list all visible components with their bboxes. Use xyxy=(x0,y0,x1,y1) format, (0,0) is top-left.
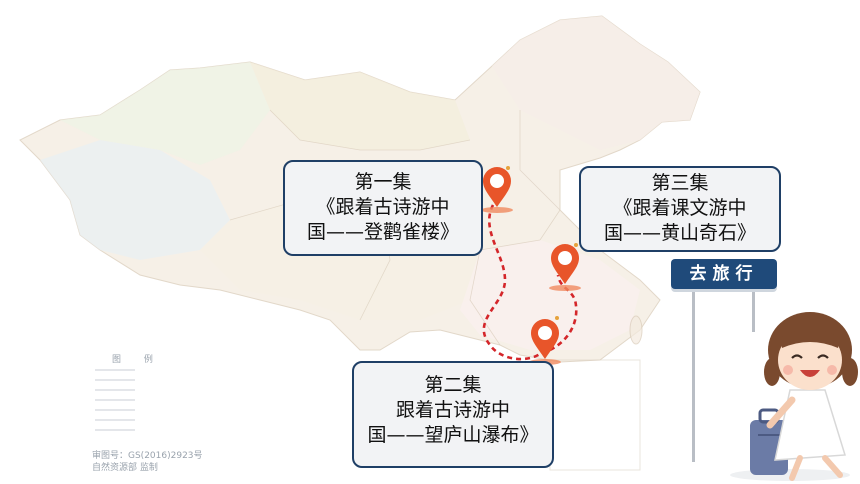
map-approval-note: 审图号：GS(2016)2923号 自然资源部 监制 xyxy=(92,450,203,474)
sign-post xyxy=(752,292,755,332)
episode-subtitle-line: 国——望庐山瀑布》 xyxy=(367,424,539,446)
sign-label: 去旅行 xyxy=(689,264,759,284)
sparkle-icon xyxy=(506,166,578,320)
episode-title: 第一集 xyxy=(354,171,412,193)
episode-card-2[interactable]: 第二集 跟着古诗游中 国——望庐山瀑布》 xyxy=(352,361,554,468)
map-approval-number: 审图号：GS(2016)2923号 xyxy=(92,451,203,461)
girl-face xyxy=(778,330,842,390)
map-taiwan xyxy=(629,315,643,345)
map-inset-frame xyxy=(549,359,641,471)
sign-post xyxy=(692,292,695,462)
route-line-east xyxy=(549,274,578,352)
episode-subtitle-line: 跟着古诗游中 xyxy=(395,399,510,421)
girl-dress xyxy=(774,389,846,461)
episode-title: 第二集 xyxy=(424,374,482,396)
travel-sign[interactable]: 去旅行 xyxy=(671,259,777,294)
map-pin-icon xyxy=(531,319,559,359)
episode-title: 第三集 xyxy=(651,172,709,194)
legend-title: 图 例 xyxy=(112,355,163,365)
episode-subtitle-line: 《跟着古诗游中 xyxy=(316,196,450,218)
map-region-north xyxy=(250,62,470,150)
map-region-west xyxy=(40,140,230,260)
episode-subtitle-line: 国——登鹳雀楼》 xyxy=(306,221,459,243)
sign-board xyxy=(671,259,777,289)
girl-illustration xyxy=(730,312,858,481)
map-supervisor: 自然资源部 监制 xyxy=(92,463,158,473)
pin-shadow xyxy=(549,285,581,291)
episode-card-1[interactable]: 第一集 《跟着古诗游中 国——登鹳雀楼》 xyxy=(283,160,483,256)
pin-shadow xyxy=(481,207,513,213)
episode-card-3[interactable]: 第三集 《跟着课文游中 国——黄山奇石》 xyxy=(579,166,781,252)
legend-lines xyxy=(95,369,135,431)
episode-subtitle-line: 国——黄山奇石》 xyxy=(603,222,756,244)
episode-subtitle-line: 《跟着课文游中 xyxy=(613,197,747,219)
map-region-northwest xyxy=(60,62,270,165)
suitcase-icon xyxy=(750,420,788,475)
route-line xyxy=(482,204,546,361)
map-pin-icon xyxy=(551,244,579,284)
map-region-south xyxy=(460,240,640,350)
map-pin-icon xyxy=(483,167,511,207)
map-region-northeast xyxy=(492,16,700,150)
map-legend: 图 例 xyxy=(92,352,222,442)
